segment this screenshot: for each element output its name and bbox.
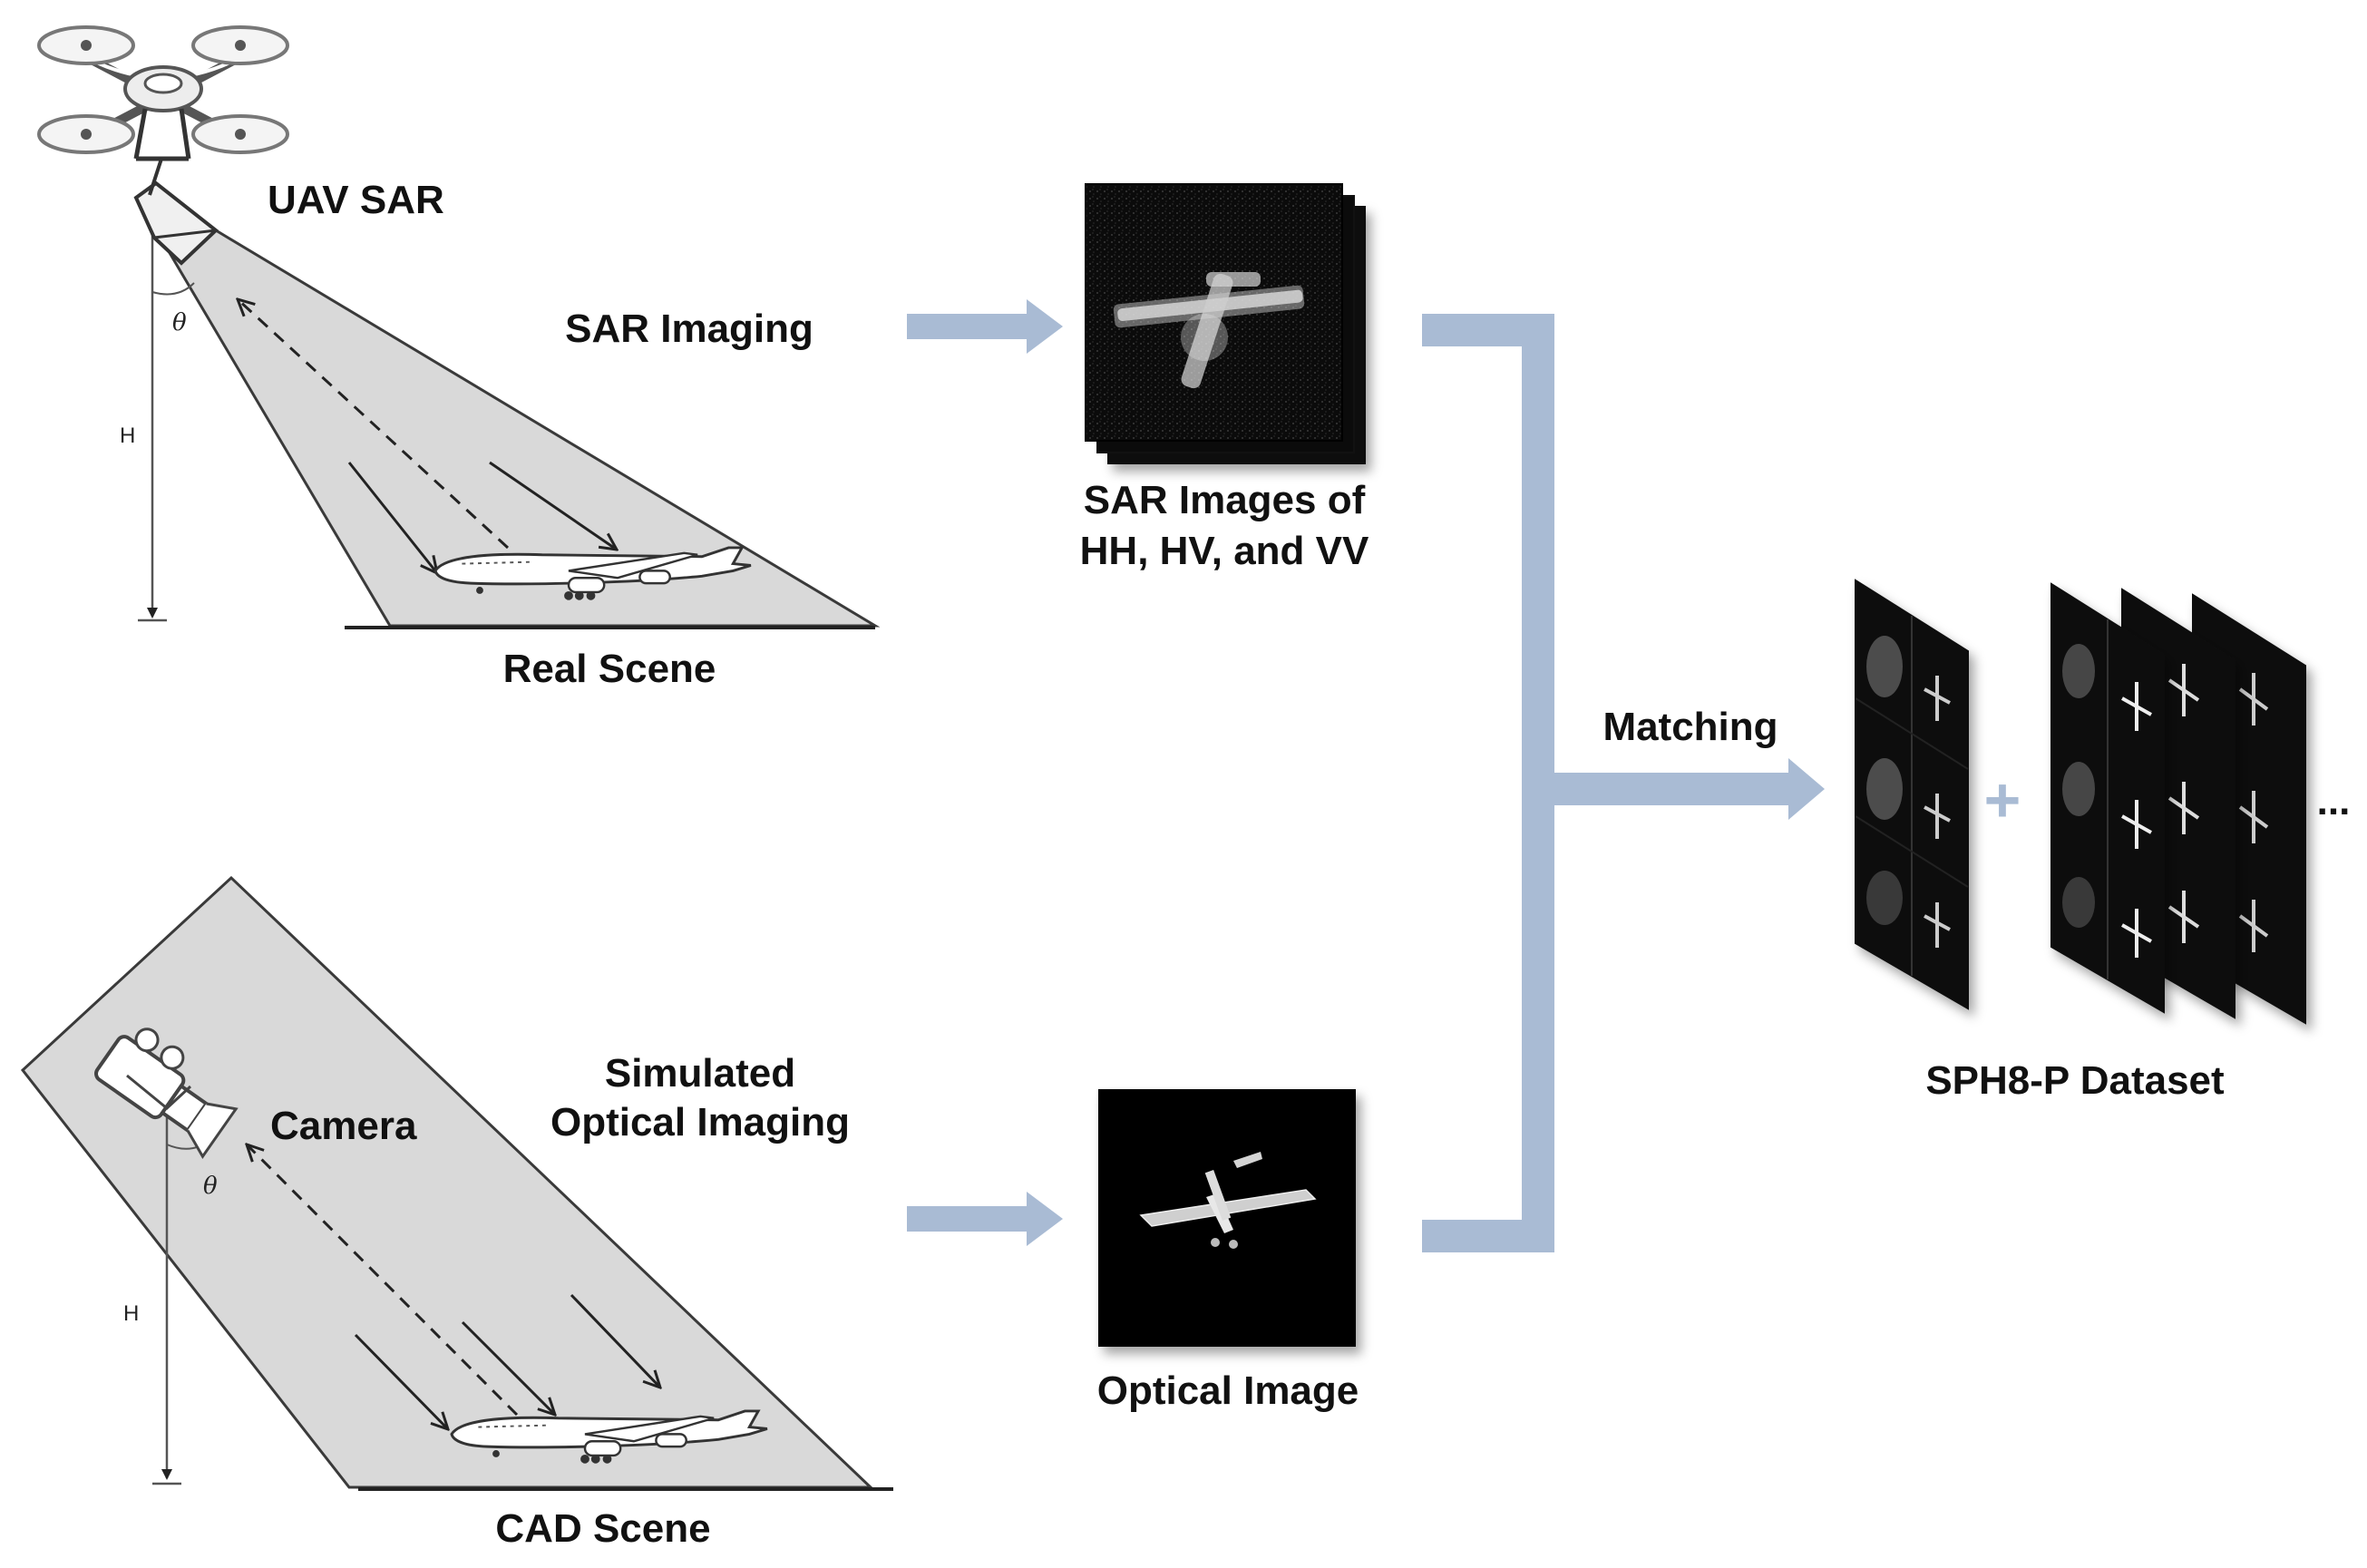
real-scene-panel: H θ — [37, 25, 881, 691]
height-symbol-real: H — [120, 424, 135, 448]
sar-airplane-signature — [1113, 272, 1305, 389]
optical-beam — [20, 875, 874, 1489]
matching-connector — [1422, 314, 1825, 1252]
optical-image-label: Optical Image — [1097, 1368, 1359, 1413]
simulated-optical-title-line1: Simulated — [605, 1051, 795, 1096]
simulated-optical-title-line2: Optical Imaging — [550, 1100, 850, 1144]
optical-image — [1098, 1089, 1356, 1347]
camera-mount — [126, 1074, 192, 1110]
ray-1 — [354, 1333, 448, 1429]
theta-symbol-real: θ — [172, 309, 187, 336]
dataset-label: SPH8-P Dataset — [1925, 1058, 2225, 1103]
matching-label: Matching — [1602, 705, 1778, 749]
incident-arrow-2 — [489, 461, 617, 550]
ray-2 — [461, 1320, 555, 1415]
camera-label: Camera — [270, 1104, 417, 1148]
sar-images-title-line1: SAR Images of — [1084, 478, 1366, 522]
dataset-pane-1 — [1855, 579, 1969, 1010]
uav-sar-label: UAV SAR — [268, 178, 444, 222]
theta-symbol-cad: θ — [203, 1173, 218, 1200]
video-camera-icon — [94, 1027, 239, 1159]
cad-scene-label: CAD Scene — [495, 1506, 710, 1551]
sar-images-title-line2: HH, HV, and VV — [1080, 529, 1369, 573]
return-path-real — [238, 299, 510, 550]
optical-airplane — [1139, 1152, 1317, 1249]
ray-3 — [570, 1293, 660, 1388]
angle-arc-real — [151, 282, 195, 296]
incident-arrow-1 — [347, 462, 437, 573]
quadcopter-drone-icon — [37, 25, 289, 266]
flow-arrow-matching — [1554, 758, 1825, 820]
real-scene-label: Real Scene — [503, 647, 716, 691]
ellipsis: ... — [2317, 779, 2351, 823]
height-symbol-cad: H — [123, 1301, 139, 1326]
sar-imaging-label: SAR Imaging — [565, 307, 813, 351]
cad-scene-panel: H θ Camera Simulated Optical Imaging CAD… — [20, 875, 893, 1551]
plus-sign: + — [1984, 765, 2021, 835]
flow-arrow-sar — [907, 299, 1063, 354]
sar-image-stack — [1085, 183, 1366, 464]
dataset-pane-2 — [2050, 582, 2165, 1014]
flow-arrow-optical — [907, 1192, 1063, 1246]
